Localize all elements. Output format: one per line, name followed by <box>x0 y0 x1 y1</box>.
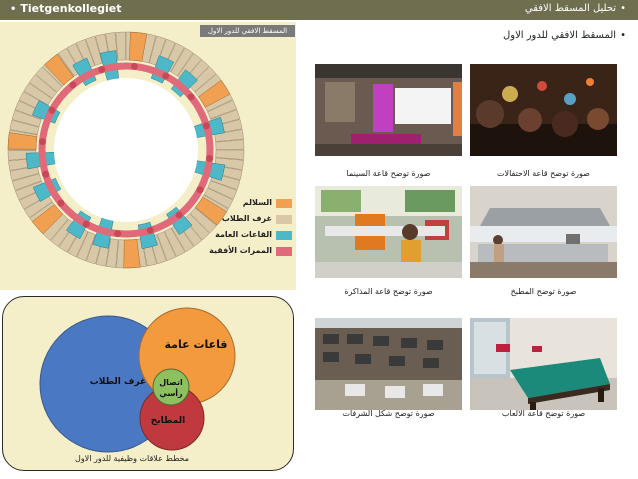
legend-item-corridors: الممرات الأفقية <box>209 246 296 258</box>
section-title: •المسقط الافقي للدور الاول <box>503 30 630 41</box>
party-hall-caption: صورة توضح قاعة الاحتفالات <box>497 169 590 178</box>
legend-item-stairs: السلالم <box>218 198 296 210</box>
kitchen-photo <box>470 186 617 278</box>
corridor-node <box>187 93 195 101</box>
legend-item-student-rooms: غرف الطلاب <box>218 214 296 226</box>
study-hall-caption: صورة توضح قاعة المذاكرة <box>344 287 433 296</box>
legend-label: السلالم <box>242 198 272 207</box>
student-room-cell <box>207 180 238 200</box>
stairs-block <box>129 31 148 62</box>
bullet-icon: • <box>10 4 17 15</box>
cinema-hall-caption: صورة توضح قاعة السينما <box>346 169 431 178</box>
legend-swatch-halls <box>276 231 292 240</box>
common-hall-block <box>72 57 97 87</box>
corridor-node <box>82 220 90 228</box>
study-hall-photo <box>315 186 462 278</box>
corridor-node <box>202 122 210 130</box>
corridor-node <box>146 226 154 234</box>
corridor-node <box>114 230 122 238</box>
student-room-cell <box>214 129 244 142</box>
student-room-cell <box>164 227 186 257</box>
student-room-cell <box>28 74 58 99</box>
corridor-node <box>206 154 214 162</box>
corridor-node <box>69 81 77 89</box>
stairs-block <box>198 79 231 108</box>
stairs-block <box>31 204 64 235</box>
balconies-caption: صورة توضح شكل الشرفات <box>342 409 435 418</box>
corridor-node <box>42 170 50 178</box>
header-left: •Tietgenkollegiet <box>6 2 122 15</box>
game-room-photo <box>470 318 617 410</box>
student-room-cell <box>76 231 96 262</box>
vertical-connection-label-1: اتصال <box>159 378 183 387</box>
student-room-cell <box>156 231 177 261</box>
corridor-node <box>196 186 204 194</box>
student-room-cell <box>23 82 53 106</box>
student-room-cell <box>203 187 234 209</box>
public-halls-label: قاعات عامة <box>165 338 228 351</box>
common-hall-block <box>150 55 175 84</box>
header-right-title: تحليل المسقط الافقي <box>524 3 617 14</box>
legend-label: القاعات العامة <box>215 230 272 239</box>
floor-plan-caption: المسقط الافقي للدور الاول <box>200 25 295 37</box>
party-hall-photo <box>470 64 617 156</box>
student-room-cell <box>115 31 126 61</box>
student-room-cell <box>85 35 103 66</box>
cinema-hall-photo <box>315 64 462 156</box>
relationship-diagram: غرف الطلاب قاعات عامة اتصال رأسي المطابخ <box>39 307 236 453</box>
diagram-caption: مخطط علاقات وظيفية للدور الاول <box>75 454 189 463</box>
corridor-node <box>38 138 46 146</box>
student-rooms-label: غرف الطلاب <box>90 377 146 387</box>
student-room-cell <box>9 119 40 135</box>
kitchen-caption: صورة توضح المطبخ <box>510 287 577 296</box>
corridor-ring <box>38 62 214 238</box>
student-room-cell <box>207 99 237 120</box>
common-hall-block <box>65 210 92 240</box>
stairs-block <box>44 53 74 86</box>
student-room-cell <box>141 33 157 64</box>
corridor-node <box>130 62 138 70</box>
vertical-connection-circle <box>152 368 190 406</box>
student-room-cell <box>189 207 217 234</box>
common-hall-block <box>32 100 61 124</box>
header-right: •تحليل المسقط الافقي <box>525 3 630 14</box>
game-room-caption: صورة توضح قاعة الالعاب <box>501 409 586 418</box>
legend-swatch-student-rooms <box>276 215 292 224</box>
bullet-icon: • <box>620 30 626 41</box>
corridor-node <box>98 66 106 74</box>
stairs-block <box>7 132 38 150</box>
common-hall-block <box>166 206 193 236</box>
stairs-block <box>195 196 227 226</box>
vertical-connection-label-2: رأسي <box>159 388 183 398</box>
legend-item-halls: القاعات العامة <box>215 230 296 242</box>
header-left-title: Tietgenkollegiet <box>20 2 122 15</box>
courtyard <box>54 78 198 222</box>
corridor-node <box>48 106 56 114</box>
student-room-cell <box>215 149 245 160</box>
section-title-text: المسقط الافقي للدور الاول <box>502 30 617 41</box>
common-hall-block <box>170 69 198 98</box>
corridor-node <box>57 199 65 207</box>
student-room-cell <box>170 47 194 77</box>
student-room-cell <box>11 109 42 128</box>
stairs-block <box>123 239 141 269</box>
header-bar: •Tietgenkollegiet •تحليل المسقط الافقي <box>0 0 638 20</box>
floor-plan-drawing <box>7 31 245 269</box>
corridor-node <box>175 211 183 219</box>
common-hall-block <box>32 177 62 202</box>
student-room-cell <box>35 66 63 93</box>
bullet-icon: • <box>620 3 626 14</box>
legend-swatch-stairs <box>276 199 292 208</box>
student-room-cell <box>11 173 42 191</box>
balconies-photo <box>315 318 462 410</box>
student-room-cell <box>105 238 119 268</box>
legend-label: غرف الطلاب <box>221 214 272 223</box>
student-room-cell <box>215 139 245 150</box>
corridor-node <box>162 72 170 80</box>
legend-label: الممرات الأفقية <box>209 246 272 255</box>
legend-swatch-corridors <box>276 247 292 256</box>
kitchens-label: المطابخ <box>151 416 186 426</box>
